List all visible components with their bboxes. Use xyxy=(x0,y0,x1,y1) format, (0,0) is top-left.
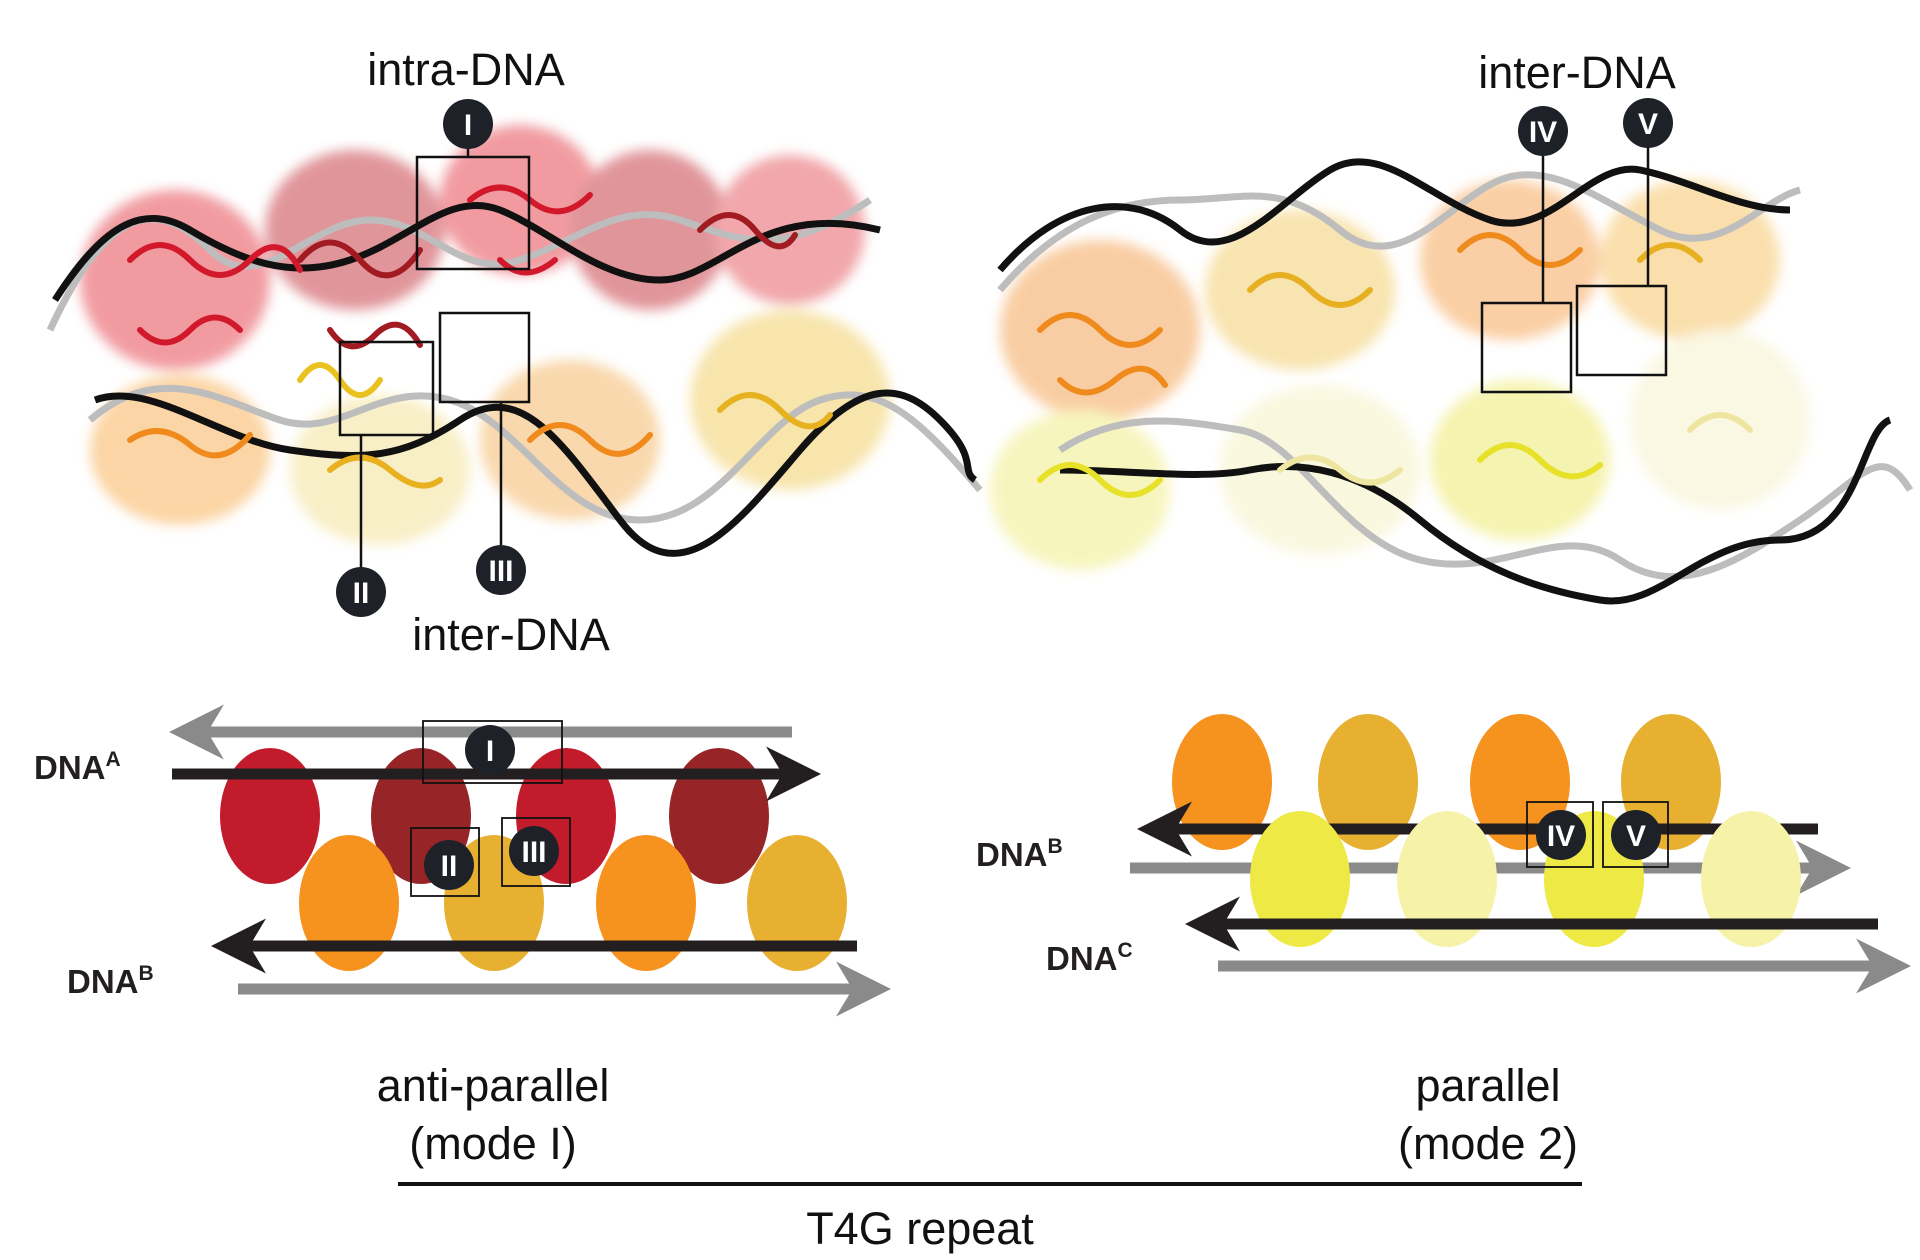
protein-ribbons-right xyxy=(1037,232,1753,498)
interface-boxes-right xyxy=(1480,284,1668,394)
badge-IV-bottom: IV xyxy=(1536,810,1586,860)
dna-helix-upper-right xyxy=(997,158,1801,293)
molecular-model-left: I II III intra-DNA inter-DNA xyxy=(46,44,983,660)
label-t4g-repeat: T4G repeat xyxy=(806,1203,1034,1254)
label-inter-dna-left: inter-DNA xyxy=(412,609,610,660)
label-inter-dna-right: inter-DNA xyxy=(1478,47,1676,98)
svg-text:III: III xyxy=(521,836,546,869)
svg-text:IV: IV xyxy=(1547,820,1575,853)
badge-IV-top: IV xyxy=(1518,106,1568,156)
svg-text:I: I xyxy=(464,109,472,142)
protein-orange-3 xyxy=(596,835,696,971)
label-intra-dna: intra-DNA xyxy=(367,44,565,95)
badge-I-top: I xyxy=(443,99,493,149)
svg-text:III: III xyxy=(488,555,513,588)
protein-paleyellow-r4 xyxy=(1701,811,1801,947)
box-II-top xyxy=(338,340,435,437)
box-IV-bottom xyxy=(1526,801,1594,868)
caption-mode-2: (mode 2) xyxy=(1398,1118,1578,1169)
caption-mode-1: (mode I) xyxy=(409,1118,577,1169)
box-I-bottom xyxy=(422,720,563,784)
protein-orange-r1 xyxy=(1172,714,1272,850)
svg-text:I: I xyxy=(486,735,494,768)
badge-III-bottom: III xyxy=(509,826,559,876)
label-dna-b-left: DNAB xyxy=(67,962,154,1000)
protein-orange-1 xyxy=(299,835,399,971)
box-I-top xyxy=(415,155,531,271)
protein-red-1 xyxy=(220,748,320,884)
badge-V-bottom: V xyxy=(1611,810,1661,860)
svg-text:V: V xyxy=(1638,108,1658,141)
label-dna-c: DNAC xyxy=(1046,939,1133,977)
badge-I-bottom: I xyxy=(465,725,515,775)
molecular-model-right: IV V inter-DNA xyxy=(990,47,1914,605)
svg-text:II: II xyxy=(441,850,458,883)
protein-gold-4 xyxy=(747,835,847,971)
leader-lines-right xyxy=(1541,147,1650,303)
protein-darkred-4 xyxy=(669,748,769,884)
box-V-bottom xyxy=(1602,801,1669,868)
svg-text:V: V xyxy=(1626,820,1646,853)
box-IV-top xyxy=(1480,301,1573,394)
svg-text:IV: IV xyxy=(1529,116,1557,149)
box-III-top xyxy=(438,311,531,404)
badge-II-bottom: II xyxy=(424,840,474,890)
svg-text:II: II xyxy=(353,577,370,610)
dna-helix-lower-left xyxy=(87,384,983,557)
label-dna-b-right: DNAB xyxy=(976,835,1063,873)
badge-V-top: V xyxy=(1623,98,1673,148)
protein-paleyellow-r2 xyxy=(1397,811,1497,947)
protein-surface-left xyxy=(80,125,890,545)
box-III-bottom xyxy=(501,817,571,887)
label-dna-a: DNAA xyxy=(34,748,121,786)
box-II-bottom xyxy=(410,827,480,897)
box-V-top xyxy=(1575,284,1668,377)
badge-III-top: III xyxy=(476,545,526,595)
caption-parallel: parallel xyxy=(1415,1060,1560,1111)
caption-anti-parallel: anti-parallel xyxy=(377,1060,610,1111)
protein-gold-r2 xyxy=(1318,714,1418,850)
schematic-anti-parallel: I II III DNAA DNAB anti-parallel (mode I… xyxy=(34,704,891,1169)
interface-boxes-left xyxy=(338,155,531,437)
badge-II-top: II xyxy=(336,567,386,617)
dna-helix-lower-right xyxy=(1058,416,1914,605)
schematic-parallel: IV V DNAB DNAC parallel (mode 2) xyxy=(976,714,1911,1169)
protein-yellow-r1 xyxy=(1250,811,1350,947)
protein-surface-right xyxy=(990,180,1810,570)
